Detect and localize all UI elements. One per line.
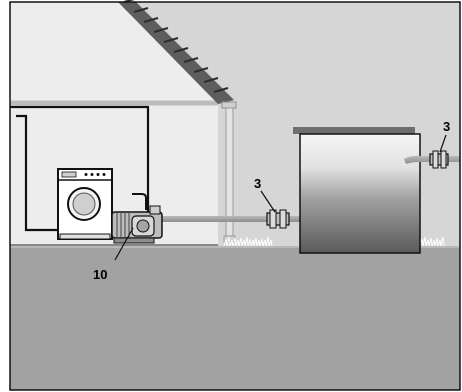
ground <box>10 247 460 390</box>
tank-connector-icon <box>429 150 449 169</box>
leader-lines <box>114 134 447 261</box>
washing-machine-icon <box>57 168 113 240</box>
pump-riser-pipe <box>132 193 147 210</box>
callout-tank-connector: 3 <box>443 119 450 134</box>
callout-inline-connector: 3 <box>254 176 261 191</box>
diagram-frame <box>9 1 461 391</box>
connector-icon <box>266 209 290 229</box>
internal-hose <box>10 105 150 232</box>
suction-pipe <box>158 216 330 222</box>
roof-tiles <box>118 0 234 104</box>
pump-icon <box>111 205 163 244</box>
tank-icon <box>293 127 421 254</box>
callout-pump: 10 <box>93 267 107 282</box>
grass <box>223 236 445 247</box>
